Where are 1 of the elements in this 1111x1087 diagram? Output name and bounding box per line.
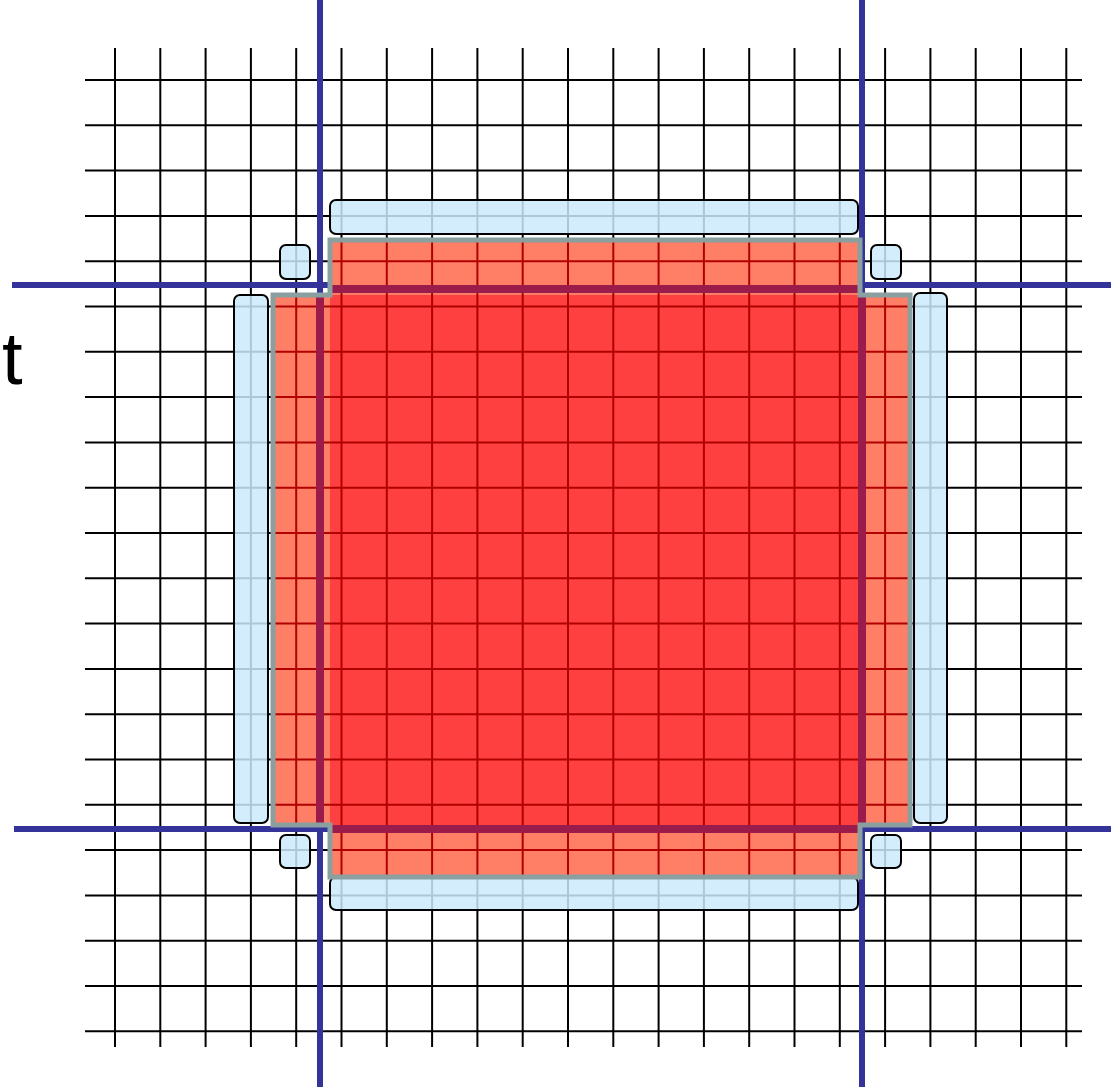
text-label: t: [2, 322, 23, 396]
